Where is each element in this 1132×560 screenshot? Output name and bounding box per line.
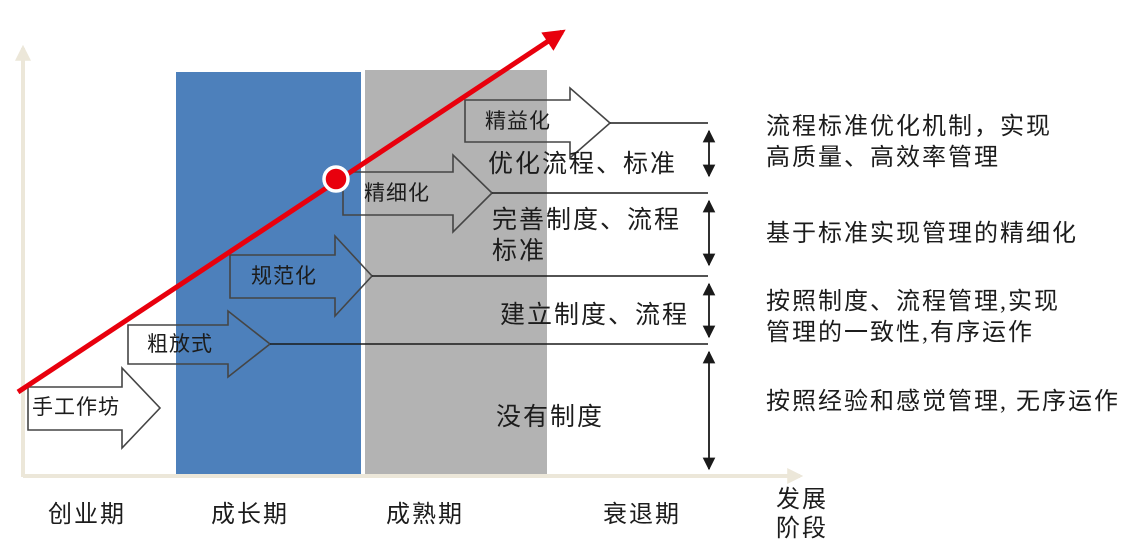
x-axis-label-maturity: 成熟期 — [386, 502, 464, 528]
stage-arrow-label-lean: 精益化 — [485, 109, 551, 133]
stage-arrow-extensive — [127, 309, 272, 379]
annotation-none: 按照经验和感觉管理, 无序运作 — [766, 389, 1120, 415]
maturity-period-band — [365, 70, 547, 477]
stage-arrow-label-refined: 精细化 — [364, 181, 430, 205]
level-label-perfect: 完善制度、流程 标准 — [492, 207, 682, 265]
x-axis-label-decline: 衰退期 — [603, 502, 681, 528]
annotation-lean: 流程标准优化机制，实现 高质量、高效率管理 — [766, 114, 1052, 171]
inflection-dot — [322, 165, 350, 193]
x-axis-label-startup: 创业期 — [48, 502, 126, 528]
stage-arrow-label-extensive: 粗放式 — [147, 332, 213, 356]
growth-period-band — [176, 72, 361, 477]
stage-arrow-workshop — [27, 365, 162, 451]
annotation-standardized: 按照制度、流程管理,实现 管理的一致性,有序运作 — [766, 289, 1060, 346]
level-label-none: 没有制度 — [496, 404, 605, 431]
x-axis-label-growth: 成长期 — [211, 502, 289, 528]
level-label-optimize: 优化流程、标准 — [488, 151, 678, 178]
x-axis-title: 发展 阶段 — [776, 487, 828, 542]
trend-line — [16, 29, 566, 395]
stage-arrow-refined — [342, 153, 494, 234]
stage-arrow-standardized — [229, 233, 374, 319]
stage-arrow-label-standardized: 规范化 — [251, 264, 317, 288]
annotation-refined: 基于标准实现管理的精细化 — [766, 221, 1078, 247]
stage-arrow-label-workshop: 手工作坊 — [32, 395, 120, 419]
level-label-establish: 建立制度、流程 — [500, 302, 690, 329]
stage-arrow-lean — [464, 86, 612, 160]
